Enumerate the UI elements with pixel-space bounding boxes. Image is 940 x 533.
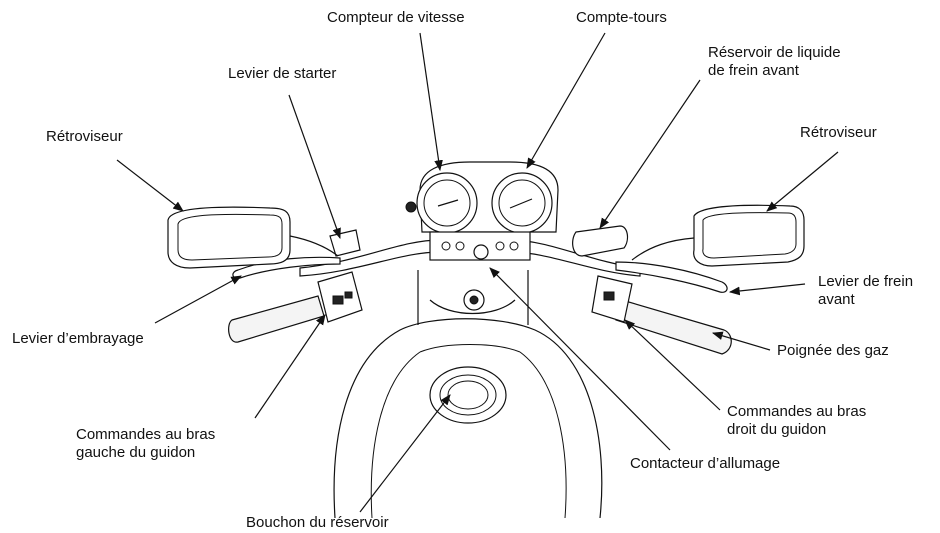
right-grip bbox=[616, 300, 731, 354]
arrow-ignition-switch bbox=[490, 268, 670, 450]
right-mirror bbox=[632, 205, 804, 266]
label-ignition-switch: Contacteur d’allumage bbox=[630, 455, 780, 473]
left-grip bbox=[229, 296, 324, 342]
leader-lines bbox=[117, 33, 838, 512]
label-clutch-lever: Levier d’embrayage bbox=[12, 330, 144, 348]
label-throttle-grip: Poignée des gaz bbox=[777, 342, 889, 360]
label-brake-reservoir-line1: Réservoir de liquide bbox=[708, 44, 841, 62]
arrow-right-mirror bbox=[767, 152, 838, 211]
brake-reservoir-drawing bbox=[573, 226, 628, 256]
label-right-controls-line2: droit du guidon bbox=[727, 421, 866, 439]
right-switch-housing bbox=[592, 276, 632, 322]
label-right-controls-line1: Commandes au bras bbox=[727, 403, 866, 421]
arrow-choke-lever bbox=[289, 95, 340, 238]
label-left-controls-line1: Commandes au bras bbox=[76, 426, 215, 444]
fuel-cap-drawing bbox=[430, 367, 506, 423]
label-mirror-left: Rétroviseur bbox=[46, 128, 123, 146]
arrow-speedometer bbox=[420, 33, 440, 170]
label-brake-reservoir-line2: de frein avant bbox=[708, 62, 841, 80]
label-right-controls: Commandes au bras droit du guidon bbox=[727, 403, 866, 439]
choke-lever-drawing bbox=[330, 230, 360, 256]
label-tachometer: Compte-tours bbox=[576, 9, 667, 27]
arrow-brake-reservoir bbox=[600, 80, 700, 228]
steering-head bbox=[418, 270, 528, 325]
label-left-controls-line2: gauche du guidon bbox=[76, 444, 215, 462]
arrow-tachometer bbox=[527, 33, 605, 168]
arrow-front-brake-lever bbox=[730, 284, 805, 292]
left-switch-housing bbox=[318, 272, 362, 322]
arrow-left-mirror bbox=[117, 160, 183, 211]
label-left-controls: Commandes au bras gauche du guidon bbox=[76, 426, 215, 462]
label-fuel-cap: Bouchon du réservoir bbox=[246, 514, 389, 532]
label-speedometer: Compteur de vitesse bbox=[327, 9, 465, 27]
arrow-clutch-lever bbox=[155, 276, 241, 323]
label-choke-lever: Levier de starter bbox=[228, 65, 336, 83]
label-front-brake-lever-line1: Levier de frein bbox=[818, 273, 913, 291]
label-mirror-right: Rétroviseur bbox=[800, 124, 877, 142]
label-front-brake-lever-line2: avant bbox=[818, 291, 913, 309]
label-front-brake-lever: Levier de frein avant bbox=[818, 273, 913, 309]
label-brake-reservoir: Réservoir de liquide de frein avant bbox=[708, 44, 841, 80]
